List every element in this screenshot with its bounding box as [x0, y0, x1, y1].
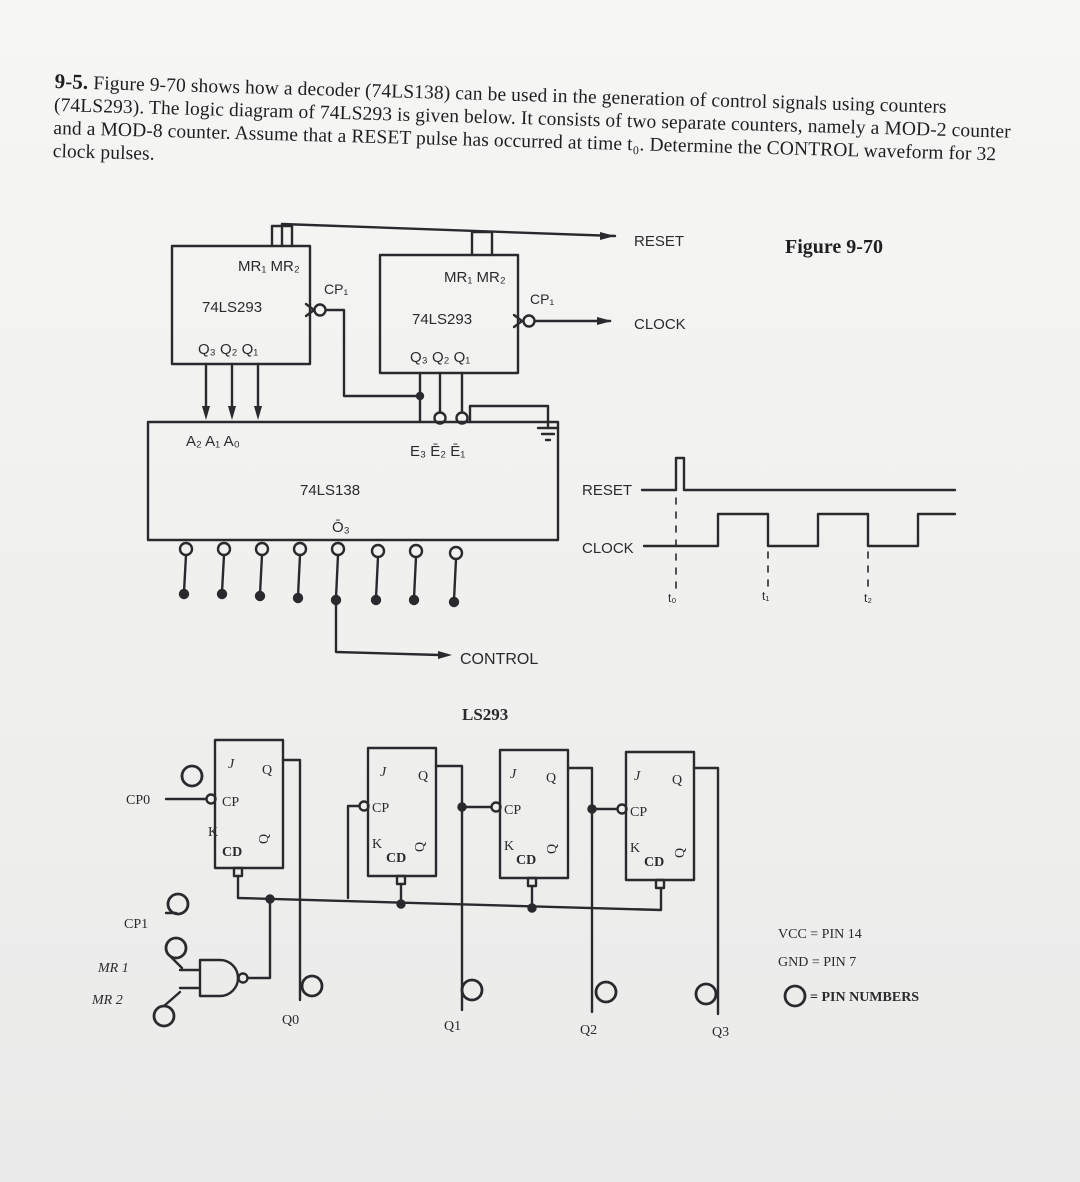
ff0-q: Q — [262, 763, 272, 778]
ff0-j: J — [228, 757, 235, 772]
reset-label: RESET — [634, 233, 684, 250]
ff2-cp: CP — [504, 803, 521, 818]
q3-label: Q3 — [712, 1025, 729, 1040]
ff0-k: K — [208, 825, 218, 840]
ff1-cd: CD — [386, 851, 406, 866]
vcc-note: VCC = PIN 14 — [778, 927, 862, 942]
ff3-cd: CD — [644, 855, 664, 870]
reset-wire — [280, 222, 617, 248]
ff0-cp: CP — [222, 795, 239, 810]
clock-waveform — [642, 512, 957, 548]
counter-right-reset-label: MR₁ MR₂ — [444, 269, 506, 286]
ff3-qbar: Q — [673, 848, 688, 858]
decoder-part: 74LS138 — [300, 482, 360, 499]
ff0-cd: CD — [222, 845, 242, 860]
gnd-note: GND = PIN 7 — [778, 955, 856, 970]
counter-left-outputs: Q₃ Q₂ Q₁ — [198, 341, 258, 358]
timing-reset-label: RESET — [582, 482, 632, 499]
q0-label: Q0 — [282, 1013, 299, 1028]
counter-right-box — [378, 253, 520, 375]
decoder-box — [146, 420, 560, 542]
timing-clock-label: CLOCK — [582, 540, 634, 557]
nand-gate — [198, 958, 240, 998]
control-label: CONTROL — [460, 651, 538, 668]
pin-legend-text: = PIN NUMBERS — [810, 990, 919, 1005]
control-wire — [334, 598, 442, 657]
ff1-q: Q — [418, 769, 428, 784]
reset-waveform — [640, 456, 957, 492]
timing-diagram — [640, 456, 957, 591]
ls293-title: LS293 — [462, 705, 508, 724]
q2-label: Q2 — [580, 1023, 597, 1038]
ff1-k: K — [372, 837, 382, 852]
ff2-j: J — [510, 767, 517, 782]
clock-label: CLOCK — [634, 316, 686, 333]
timing-t2: t₂ — [864, 591, 872, 605]
counter-left-box — [170, 244, 312, 366]
decoder-output-label: Ō₃ — [332, 519, 350, 536]
timing-t0: t₀ — [668, 591, 676, 605]
ff2-q: Q — [546, 771, 556, 786]
ff1-j: J — [380, 765, 387, 780]
figure-caption: Figure 9-70 — [785, 236, 883, 258]
timing-t1: t₁ — [762, 589, 769, 603]
counter-right-outputs: Q₃ Q₂ Q₁ — [410, 349, 470, 366]
ff2-qbar: Q — [545, 844, 560, 854]
counter-left-part: 74LS293 — [202, 299, 262, 316]
mr1-label: MR 1 — [97, 961, 129, 976]
mr2-label: MR 2 — [91, 993, 123, 1008]
ff3-j: J — [634, 769, 641, 784]
ff0-box — [213, 738, 285, 870]
decoder-outputs — [178, 541, 464, 608]
cascade-wire — [324, 308, 422, 398]
counter-right-clock-label: CP₁ — [530, 291, 554, 307]
ff3-k: K — [630, 841, 640, 856]
ff0-qbar: Q — [257, 834, 272, 844]
ff1-cp: CP — [372, 801, 389, 816]
ff1-qbar: Q — [413, 842, 428, 852]
counter-right-part: 74LS293 — [412, 311, 472, 328]
counter-left-reset-label: MR₁ MR₂ — [238, 258, 300, 275]
decoder-enable-label: E₃ Ē₂ Ē₁ — [410, 443, 465, 460]
ff3-cp: CP — [630, 805, 647, 820]
ff3-q: Q — [672, 773, 682, 788]
ff2-cd: CD — [516, 853, 536, 868]
cp1-label: CP1 — [124, 917, 148, 932]
ff2-k: K — [504, 839, 514, 854]
decoder-select-label: A₂ A₁ A₀ — [186, 433, 240, 450]
counter-left-clock-label: CP₁ — [324, 281, 348, 297]
q1-label: Q1 — [444, 1019, 461, 1034]
pin-legend-icon — [783, 984, 807, 1008]
cp0-label: CP0 — [126, 793, 150, 808]
